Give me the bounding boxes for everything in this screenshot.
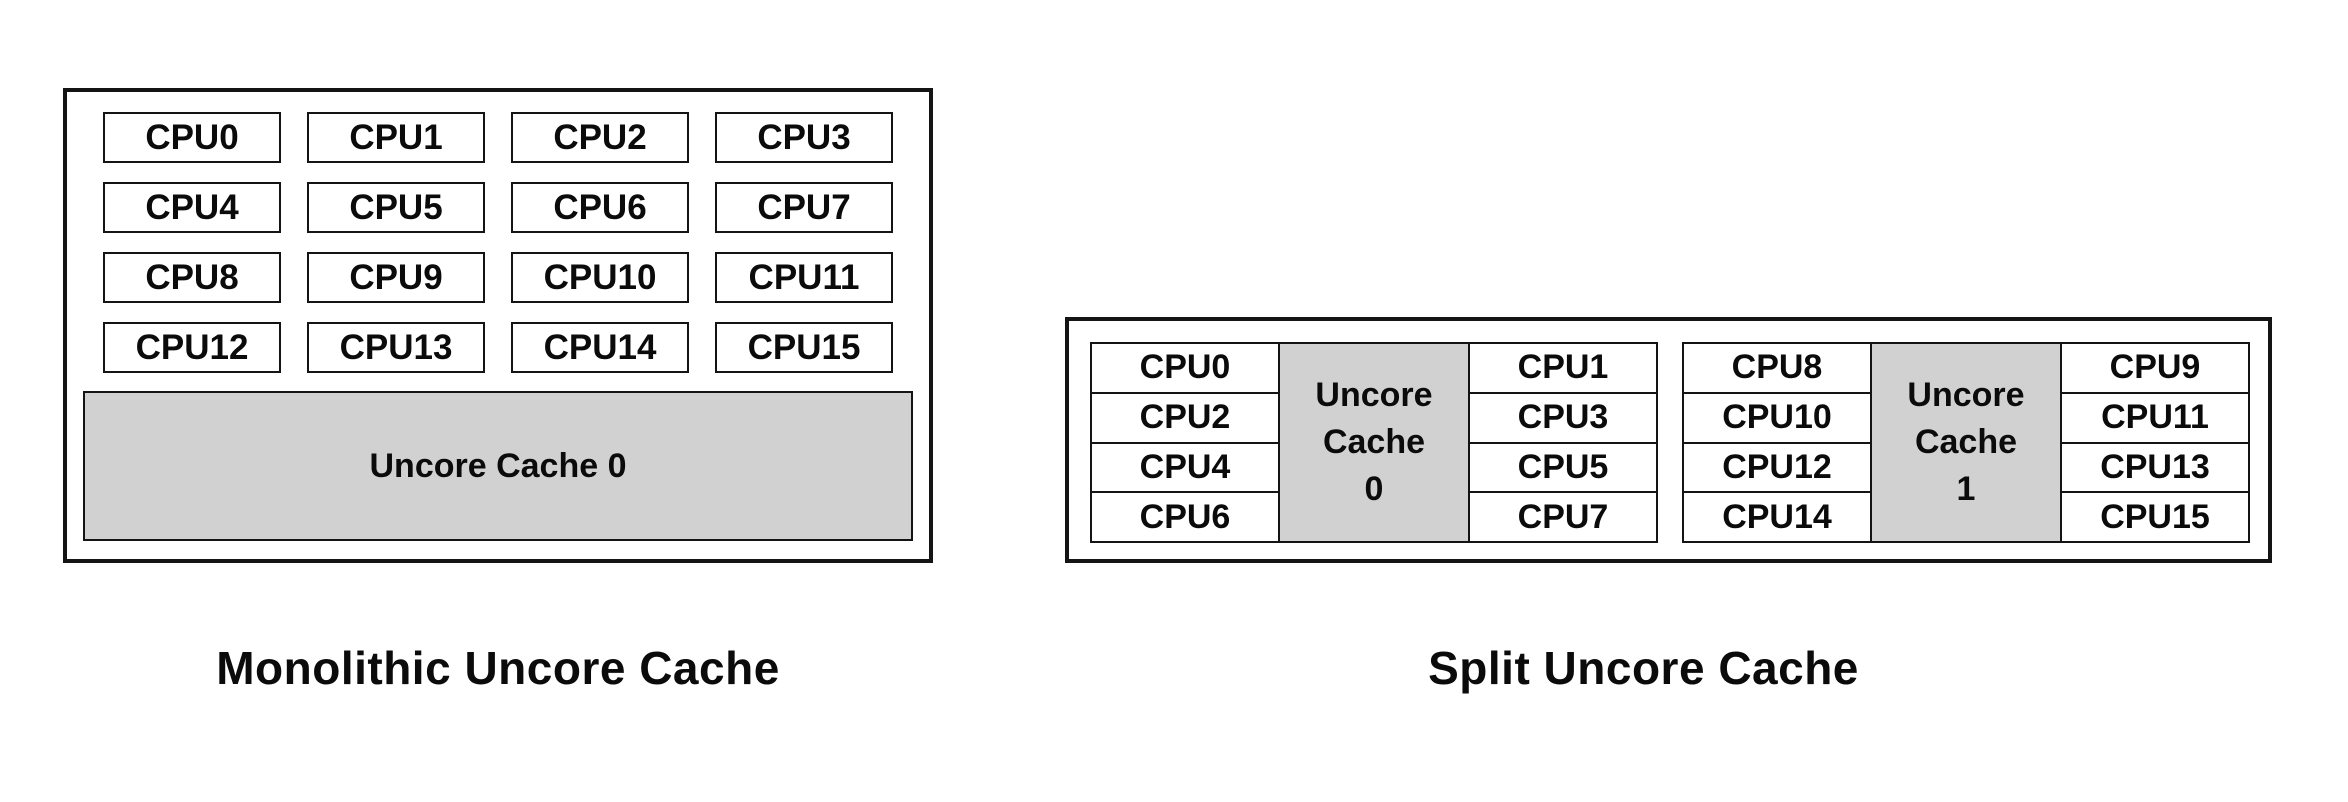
cpu-box: CPU15 — [715, 322, 893, 373]
cpu-box: CPU9 — [307, 252, 485, 303]
cache-group-0: CPU0 CPU2 CPU4 CPU6 Uncore Cache 0 CPU1 … — [1090, 342, 1662, 543]
cpu-box: CPU14 — [1722, 497, 1832, 536]
cpu-box: CPU1 — [307, 112, 485, 163]
cpu-box: CPU5 — [1470, 444, 1656, 494]
cpu-box: CPU0 — [103, 112, 281, 163]
cpu-box: CPU8 — [103, 252, 281, 303]
cpu-box: CPU5 — [307, 182, 485, 233]
cpu-box: CPU2 — [511, 112, 689, 163]
cpu-box: CPU11 — [2062, 394, 2248, 444]
cpu-box: CPU13 — [2062, 444, 2248, 494]
cpu-box: CPU11 — [715, 252, 893, 303]
cpu-column-even: CPU8 CPU10 CPU12 CPU14 — [1682, 342, 1872, 543]
cpu-box: CPU10 — [1684, 394, 1870, 444]
uncore-cache-1-box: Uncore Cache 1 — [1870, 342, 2062, 543]
monolithic-cpu-grid: CPU0 CPU1 CPU2 CPU3 CPU4 CPU5 CPU6 CPU7 … — [103, 112, 893, 373]
cpu-box: CPU4 — [103, 182, 281, 233]
cpu-column-odd: CPU9 CPU11 CPU13 CPU15 — [2060, 342, 2250, 543]
cpu-box: CPU12 — [103, 322, 281, 373]
cpu-box: CPU3 — [715, 112, 893, 163]
monolithic-package-box: CPU0 CPU1 CPU2 CPU3 CPU4 CPU5 CPU6 CPU7 … — [63, 88, 933, 563]
monolithic-caption: Monolithic Uncore Cache — [216, 642, 780, 694]
cpu-box: CPU14 — [511, 322, 689, 373]
cpu-column-odd: CPU1 CPU3 CPU5 CPU7 — [1468, 342, 1658, 543]
cpu-box: CPU7 — [1517, 497, 1609, 536]
cpu-box: CPU9 — [2062, 344, 2248, 394]
cpu-column-even: CPU0 CPU2 CPU4 CPU6 — [1090, 342, 1280, 543]
cpu-box: CPU8 — [1684, 344, 1870, 394]
uncore-cache-0-box: Uncore Cache 0 — [83, 391, 913, 541]
cache-group-1: CPU8 CPU10 CPU12 CPU14 Uncore Cache 1 CP… — [1682, 342, 2254, 543]
cpu-box: CPU12 — [1684, 444, 1870, 494]
cpu-box: CPU6 — [511, 182, 689, 233]
cpu-box: CPU15 — [2100, 497, 2210, 536]
cpu-box: CPU3 — [1470, 394, 1656, 444]
split-package-box: CPU0 CPU2 CPU4 CPU6 Uncore Cache 0 CPU1 … — [1065, 317, 2272, 563]
cpu-box: CPU13 — [307, 322, 485, 373]
cpu-box: CPU10 — [511, 252, 689, 303]
uncore-cache-0-box: Uncore Cache 0 — [1278, 342, 1470, 543]
split-caption: Split Uncore Cache — [1428, 642, 1859, 694]
cpu-box: CPU1 — [1470, 344, 1656, 394]
cpu-box: CPU4 — [1092, 444, 1278, 494]
cpu-box: CPU6 — [1139, 497, 1231, 536]
cpu-box: CPU2 — [1092, 394, 1278, 444]
cpu-box: CPU0 — [1092, 344, 1278, 394]
cpu-box: CPU7 — [715, 182, 893, 233]
